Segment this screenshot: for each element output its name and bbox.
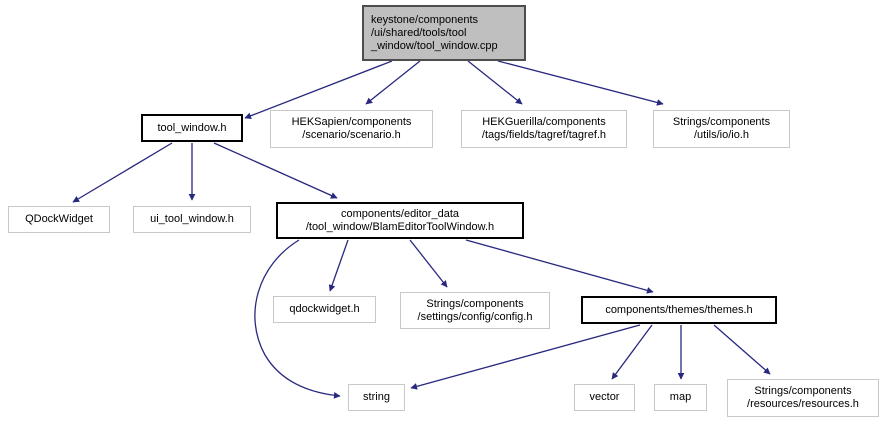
graph-node-label: HEKSapien/components /scenario/scenario.… <box>291 116 412 141</box>
graph-node[interactable]: map <box>654 384 707 411</box>
graph-edge <box>497 60 664 106</box>
graph-node-label: HEKGuerilla/components /tags/fields/tagr… <box>481 116 607 141</box>
graph-edge <box>465 239 654 294</box>
graph-node-label: keystone/components /ui/shared/tools/too… <box>371 13 498 52</box>
graph-edge <box>713 324 771 375</box>
graph-edge <box>72 142 173 203</box>
graph-node-label: ui_tool_window.h <box>150 213 234 225</box>
graph-node[interactable]: string <box>348 384 405 411</box>
graph-node-label: QDockWidget <box>25 213 93 225</box>
graph-node-label: tool_window.h <box>157 121 227 134</box>
graph-node-label: Strings/components /utils/io/io.h <box>672 116 771 141</box>
graph-node-label: qdockwidget.h <box>289 303 360 315</box>
graph-node-label: components/editor_data /tool_window/Blam… <box>305 207 495 233</box>
graph-node-label: Strings/components /settings/config/conf… <box>417 297 533 323</box>
graph-node[interactable]: tool_window.h <box>141 114 243 142</box>
graph-edge <box>410 324 641 390</box>
graph-edge <box>328 239 349 292</box>
graph-node[interactable]: Strings/components /utils/io/io.h <box>653 110 790 148</box>
graph-node[interactable]: keystone/components /ui/shared/tools/too… <box>362 5 526 61</box>
graph-node[interactable]: components/editor_data /tool_window/Blam… <box>276 202 524 239</box>
graph-node[interactable]: HEKSapien/components /scenario/scenario.… <box>270 110 433 148</box>
graph-node[interactable]: vector <box>574 384 635 411</box>
graph-node[interactable]: Strings/components /resources/resources.… <box>727 379 879 417</box>
graph-node-label: map <box>669 391 692 403</box>
graph-node[interactable]: ui_tool_window.h <box>133 206 251 233</box>
graph-node-label: string <box>363 391 390 403</box>
graph-node-label: components/themes/themes.h <box>605 303 753 316</box>
graph-node[interactable]: qdockwidget.h <box>273 296 376 323</box>
graph-node[interactable]: QDockWidget <box>8 206 110 233</box>
graph-edge <box>365 60 421 105</box>
graph-edge <box>467 60 523 105</box>
graph-node[interactable]: components/themes/themes.h <box>581 296 777 324</box>
graph-node-label: vector <box>589 391 620 403</box>
graph-edge <box>213 142 338 199</box>
graph-node[interactable]: HEKGuerilla/components /tags/fields/tagr… <box>461 110 627 148</box>
graph-edge <box>611 324 653 380</box>
graph-node-label: Strings/components /resources/resources.… <box>747 385 859 410</box>
graph-node[interactable]: Strings/components /settings/config/conf… <box>400 292 550 329</box>
graph-edge <box>409 239 448 288</box>
